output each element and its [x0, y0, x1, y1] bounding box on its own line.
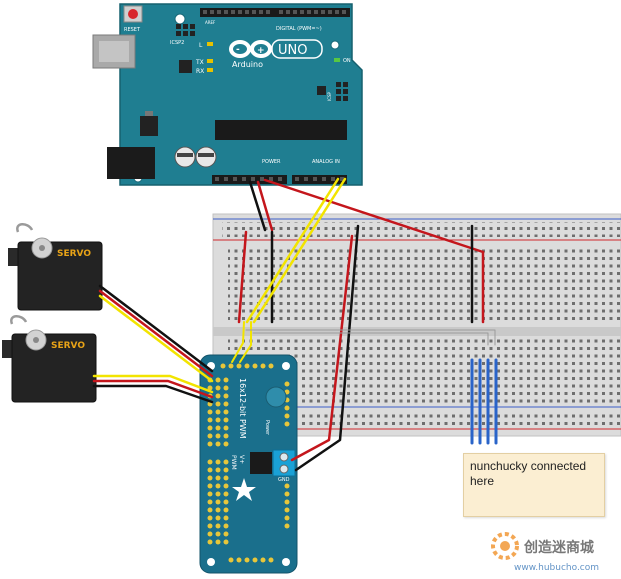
adafruit-star-icon [232, 478, 256, 501]
arduino-logo-icon [229, 40, 272, 58]
servo-1: SERVO [8, 223, 103, 311]
rx-led-label: RX [196, 68, 204, 75]
analog-header [292, 175, 347, 184]
gear-logo-icon [491, 532, 519, 560]
watermark-line2: www.hubucho.com [514, 563, 599, 573]
reset-button [128, 9, 138, 19]
nunchuck-note-text: nunchucky connected here [470, 459, 587, 488]
vplus-label: V+ [238, 455, 245, 464]
pwm-board-title: 16x12-bit PWM [238, 378, 247, 439]
uno-label: UNO [278, 43, 307, 58]
gnd-label: GND [278, 477, 290, 483]
icsp-label: ICSP [327, 91, 332, 101]
digital-header [200, 8, 350, 17]
logo-plus: + [257, 46, 265, 56]
analog-label: ANALOG IN [312, 159, 340, 165]
l-led-label: L [199, 42, 203, 49]
power-terminal-block [272, 449, 296, 477]
wires [92, 177, 498, 472]
power-header [212, 175, 287, 184]
icsp2-label: ICSP2 [170, 40, 184, 46]
on-label: ON [343, 58, 351, 64]
atmega-chip [215, 120, 347, 140]
servo-2: SERVO [2, 315, 97, 403]
aref-label: AREF [205, 20, 216, 25]
arduino-brand: Arduino [232, 60, 263, 69]
pca9685-chip [250, 452, 272, 474]
reset-label: RESET [124, 27, 141, 33]
servo-2-label: SERVO [51, 341, 85, 351]
watermark-line1: 创造迷商城 [523, 539, 594, 556]
arduino-uno-board: RESET ICSP2 AREF DIGITAL (PWM=~) L TX RX… [92, 3, 363, 186]
power-jack [107, 147, 155, 179]
watermark: 创造迷商城 www.hubucho.com [491, 532, 599, 573]
power-label-pwm: Power [264, 420, 270, 436]
pwm-servo-driver-board: 16x12-bit PWM PWM V+ GND Power [199, 354, 298, 574]
pwm-label: PWM [230, 455, 237, 470]
tx-led-label: TX [195, 59, 204, 66]
servo-1-label: SERVO [57, 249, 91, 259]
nunchuck-note: nunchucky connected here [463, 453, 605, 517]
digital-label: DIGITAL (PWM=~) [276, 26, 322, 32]
power-label: POWER [262, 159, 281, 165]
logo-minus: - [236, 45, 240, 55]
